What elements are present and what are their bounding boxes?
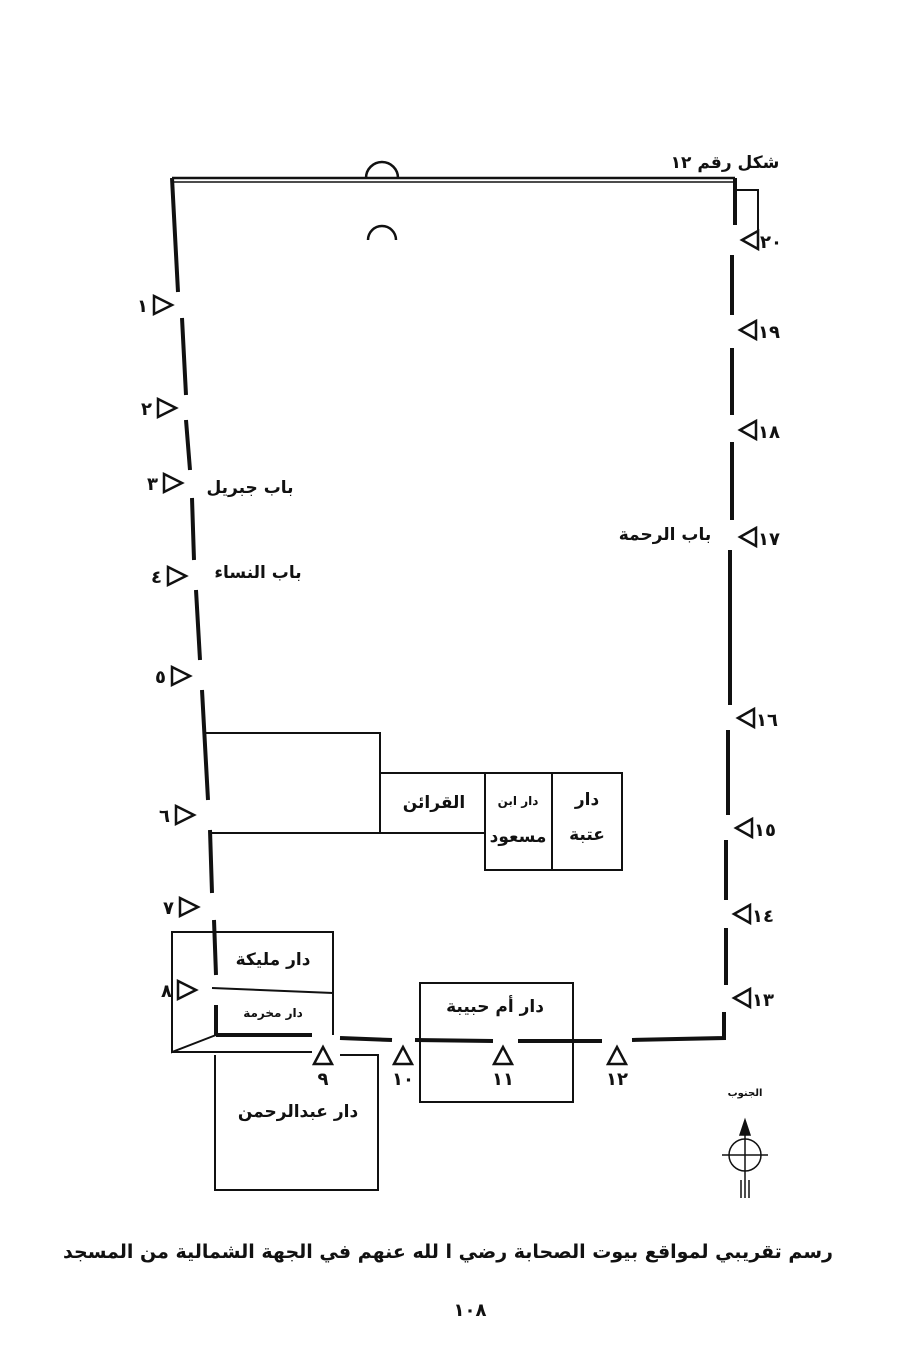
- ibn-masud-label-bottom: مسعود: [490, 827, 547, 847]
- gate-nisa-label: باب النساء: [214, 563, 301, 583]
- door-number: ١٥: [754, 820, 776, 841]
- page-number: ١٠٨: [454, 1300, 487, 1321]
- door-number: ١٧: [758, 529, 780, 550]
- door-number: ١٢: [606, 1069, 628, 1090]
- door-marker-left-icon: [170, 664, 193, 688]
- door-number: ١٩: [758, 322, 780, 343]
- door-marker-left-icon: [178, 895, 201, 919]
- door-marker-bottom-icon: [491, 1044, 515, 1066]
- door-number: ١٨: [758, 422, 780, 443]
- utba-label-bottom: عتبة: [569, 825, 605, 845]
- door-marker-right-icon: [733, 816, 754, 840]
- door-number: ٥: [155, 667, 166, 688]
- gate-jibril-label: باب جبريل: [206, 478, 293, 498]
- door-number: ١١: [492, 1069, 514, 1090]
- utba-label-top: دار: [574, 790, 600, 810]
- door-number: ٤: [151, 567, 162, 588]
- door-number: ١: [137, 296, 148, 317]
- door-marker-right-icon: [737, 318, 758, 342]
- door-number: ٧: [163, 898, 174, 919]
- figure-title: شكل رقم ١٢: [671, 153, 780, 173]
- west-wall: [170, 177, 218, 1035]
- building-ibn-masud: [484, 772, 553, 871]
- east-wall: [631, 178, 737, 1042]
- door-number: ٢٠: [760, 232, 782, 253]
- door-number: ١٦: [756, 710, 778, 731]
- door-marker-left-icon: [152, 293, 175, 317]
- door-marker-right-icon: [737, 418, 758, 442]
- mihrab-arc-inner: [366, 224, 398, 241]
- abdulrahman-label: دار عبدالرحمن: [238, 1102, 359, 1122]
- mihrab-arc-outer: [364, 160, 400, 179]
- door-number: ١٠: [392, 1069, 414, 1090]
- door-number: ١٣: [752, 990, 774, 1011]
- door-marker-right-icon: [735, 706, 756, 730]
- qaraen-label: القرائن: [403, 793, 466, 813]
- building-abdulrahman: [214, 1054, 379, 1191]
- makhrama-label: دار مخرمة: [243, 1006, 303, 1020]
- door-number: ٦: [159, 806, 170, 827]
- door-marker-bottom-icon: [311, 1044, 335, 1066]
- door-marker-right-icon: [731, 902, 752, 926]
- door-marker-right-icon: [739, 228, 760, 252]
- door-marker-left-icon: [162, 471, 185, 495]
- door-number: ٣: [147, 474, 158, 495]
- door-marker-left-icon: [166, 564, 189, 588]
- door-marker-right-icon: [737, 525, 758, 549]
- building-mulaika-makhrama: [171, 931, 334, 1054]
- door-marker-left-icon: [156, 396, 179, 420]
- door-number: ٢: [141, 399, 152, 420]
- door-marker-left-icon: [176, 978, 199, 1002]
- door-number: ١٤: [752, 906, 774, 927]
- building-utba: [551, 772, 623, 871]
- mulaika-label: دار مليكة: [236, 950, 311, 970]
- gate-rahma-label: باب الرحمة: [619, 525, 712, 545]
- caption: رسم تقريبي لمواقع بيوت الصحابة رضي ا لله…: [63, 1241, 833, 1263]
- building-umm-habiba: [419, 982, 574, 1103]
- door-marker-bottom-icon: [605, 1044, 629, 1066]
- door-marker-left-icon: [174, 803, 197, 827]
- compass-label: الجنوب: [728, 1088, 763, 1099]
- umm-habiba-label: دار أم حبيبة: [446, 995, 544, 1017]
- door-marker-right-icon: [731, 986, 752, 1010]
- door-marker-bottom-icon: [391, 1044, 415, 1066]
- door-number: ٩: [318, 1069, 329, 1090]
- compass-icon: [722, 1117, 768, 1198]
- north-bottom-wall: [216, 1033, 602, 1043]
- door-number: ٨: [161, 981, 172, 1002]
- ibn-masud-label-top: دار ابن: [498, 794, 539, 808]
